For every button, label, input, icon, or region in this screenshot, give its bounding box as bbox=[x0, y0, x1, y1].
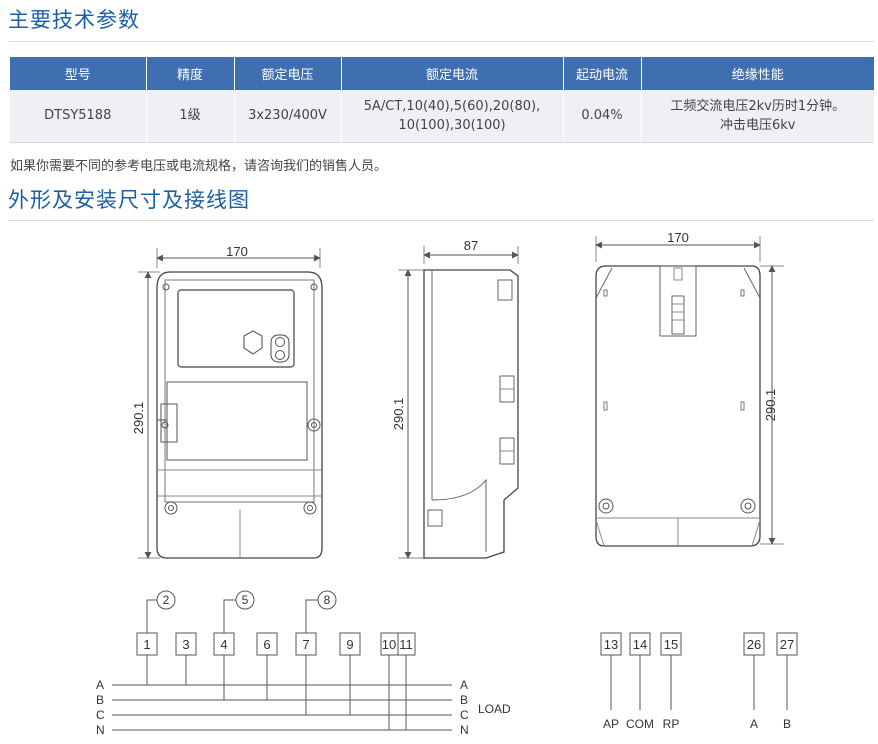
phase-label-n: N bbox=[96, 723, 105, 737]
terminal-10: 10 bbox=[382, 637, 396, 652]
header-accuracy: 精度 bbox=[146, 57, 235, 90]
terminal-4: 4 bbox=[220, 637, 227, 652]
phase-label-b: B bbox=[96, 693, 104, 707]
terminal-numbers: 1 3 4 6 7 9 10 11 bbox=[143, 637, 412, 652]
label-rp: RP bbox=[663, 717, 680, 731]
terminal-6: 6 bbox=[263, 637, 270, 652]
cell-insulation-line2: 冲击电压6kv bbox=[720, 117, 796, 133]
phase-label-c: C bbox=[96, 708, 105, 722]
terminal-15: 15 bbox=[664, 637, 678, 652]
label-com: COM bbox=[626, 717, 654, 731]
terminal-3: 3 bbox=[182, 637, 189, 652]
terminal-9: 9 bbox=[346, 637, 353, 652]
phase-labels-left: A B C N bbox=[96, 678, 105, 737]
header-voltage: 额定电压 bbox=[234, 57, 342, 90]
cell-voltage: 3x230/400V bbox=[234, 90, 342, 143]
dim-back-width: 170 bbox=[667, 230, 689, 245]
label-a: A bbox=[750, 717, 758, 731]
terminal-14: 14 bbox=[633, 637, 647, 652]
header-insulation: 绝缘性能 bbox=[641, 57, 874, 90]
section-title-specs: 主要技术参数 bbox=[8, 8, 140, 32]
front-view: 170 290.1 bbox=[131, 244, 323, 559]
phase-label-a: A bbox=[460, 678, 468, 692]
terminal-27: 27 bbox=[780, 637, 794, 652]
circled-terminal-5: 5 bbox=[242, 593, 249, 607]
rs485-terminals: 26 27 A B bbox=[743, 632, 798, 731]
phase-label-b: B bbox=[460, 693, 468, 707]
divider bbox=[8, 41, 874, 42]
dim-back-height: 290.1 bbox=[763, 389, 778, 422]
cell-current-line2: 10(100),30(100) bbox=[398, 117, 506, 133]
phase-labels-right: A B C N bbox=[460, 678, 469, 737]
sales-note: 如果你需要不同的参考电压或电流规格，请咨询我们的销售人员。 bbox=[10, 159, 388, 174]
back-view: 170 290.1 bbox=[595, 230, 784, 547]
dim-side-height: 290.1 bbox=[391, 398, 406, 431]
cell-start-current: 0.04% bbox=[563, 90, 642, 143]
dimension-wiring-drawing: 170 290.1 87 290.1 bbox=[96, 230, 798, 737]
divider bbox=[8, 220, 874, 221]
label-ap: AP bbox=[603, 717, 619, 731]
comm-terminals: 13 14 15 AP COM RP bbox=[600, 632, 682, 731]
terminal-13: 13 bbox=[604, 637, 618, 652]
cell-insulation-line1: 工频交流电压2kv历时1分钟。 bbox=[670, 98, 846, 114]
phase-label-c: C bbox=[460, 708, 469, 722]
cell-accuracy: 1级 bbox=[146, 90, 235, 143]
header-start-current: 起动电流 bbox=[563, 57, 642, 90]
terminal-boxes bbox=[136, 632, 416, 656]
terminal-1: 1 bbox=[143, 637, 150, 652]
terminal-26: 26 bbox=[747, 637, 761, 652]
circled-terminal-8: 8 bbox=[324, 593, 331, 607]
terminal-11: 11 bbox=[399, 637, 413, 652]
cell-insulation: 工频交流电压2kv历时1分钟。 冲击电压6kv bbox=[641, 90, 874, 143]
phase-label-a: A bbox=[96, 678, 104, 692]
cell-current: 5A/CT,10(40),5(60),20(80), 10(100),30(10… bbox=[341, 90, 564, 143]
cell-model: DTSY5188 bbox=[10, 90, 147, 143]
section-title-dimensions: 外形及安装尺寸及接线图 bbox=[8, 188, 250, 212]
circled-terminals: 2 5 8 bbox=[163, 593, 331, 607]
cell-current-line1: 5A/CT,10(40),5(60),20(80), bbox=[363, 98, 541, 114]
terminal-7: 7 bbox=[302, 637, 309, 652]
table-header-row: 型号 精度 额定电压 额定电流 起动电流 绝缘性能 bbox=[10, 57, 874, 90]
circled-terminal-2: 2 bbox=[163, 593, 170, 607]
label-b: B bbox=[783, 717, 791, 731]
dim-side-depth: 87 bbox=[464, 238, 478, 253]
wiring-diagram: A B C N A B C N LOAD 1 3 4 6 7 bbox=[96, 590, 798, 737]
header-current: 额定电流 bbox=[341, 57, 564, 90]
dim-front-width: 170 bbox=[226, 244, 248, 259]
dim-front-height: 290.1 bbox=[131, 402, 146, 435]
side-view: 87 290.1 bbox=[391, 238, 519, 559]
load-label: LOAD bbox=[478, 702, 511, 716]
phase-label-n: N bbox=[460, 723, 469, 737]
spec-table: 型号 精度 额定电压 额定电流 起动电流 绝缘性能 DTSY5188 1级 3x… bbox=[10, 57, 874, 143]
header-model: 型号 bbox=[10, 57, 147, 90]
table-row: DTSY5188 1级 3x230/400V 5A/CT,10(40),5(60… bbox=[10, 90, 874, 143]
